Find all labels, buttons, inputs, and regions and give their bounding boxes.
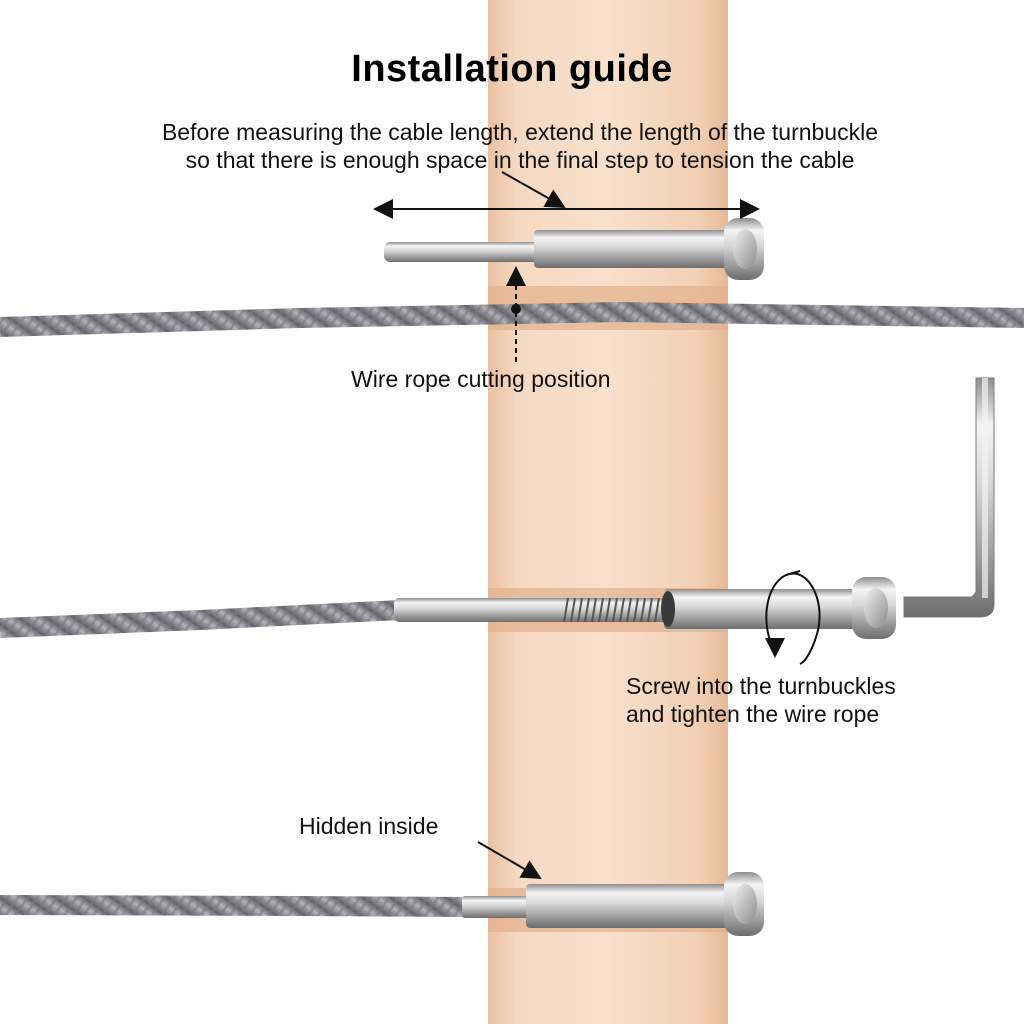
wooden-post xyxy=(488,0,728,1024)
instruction-line-1: Before measuring the cable length, exten… xyxy=(161,119,879,145)
turnbuckle-fitting-top xyxy=(384,218,764,280)
cable-middle xyxy=(0,600,401,638)
cut-position-label: Wire rope cutting position xyxy=(351,366,611,392)
page-title: Installation guide xyxy=(351,48,673,90)
rotation-arrow-icon xyxy=(765,570,821,665)
screw-line-2: and tighten the wire rope xyxy=(626,701,880,727)
hex-key-icon xyxy=(903,377,995,618)
turnbuckle-barrel-middle xyxy=(661,577,896,639)
turnbuckle-fitting-bottom xyxy=(462,872,764,936)
hidden-inside-label: Hidden inside xyxy=(299,813,439,839)
screw-instruction-label: Screw into the turnbuckles and tighten t… xyxy=(626,672,896,728)
pointer-arrow-icon xyxy=(501,171,566,208)
cut-point-dot xyxy=(511,304,521,314)
instruction-line-2: so that there is enough space in the fin… xyxy=(185,147,855,173)
pointer-arrow-hidden xyxy=(477,841,542,880)
cable-bottom xyxy=(0,895,471,917)
cable-top xyxy=(0,301,1024,337)
threaded-stud xyxy=(394,597,666,623)
screw-line-1: Screw into the turnbuckles xyxy=(626,673,896,699)
instruction-text: Before measuring the cable length, exten… xyxy=(60,118,980,174)
